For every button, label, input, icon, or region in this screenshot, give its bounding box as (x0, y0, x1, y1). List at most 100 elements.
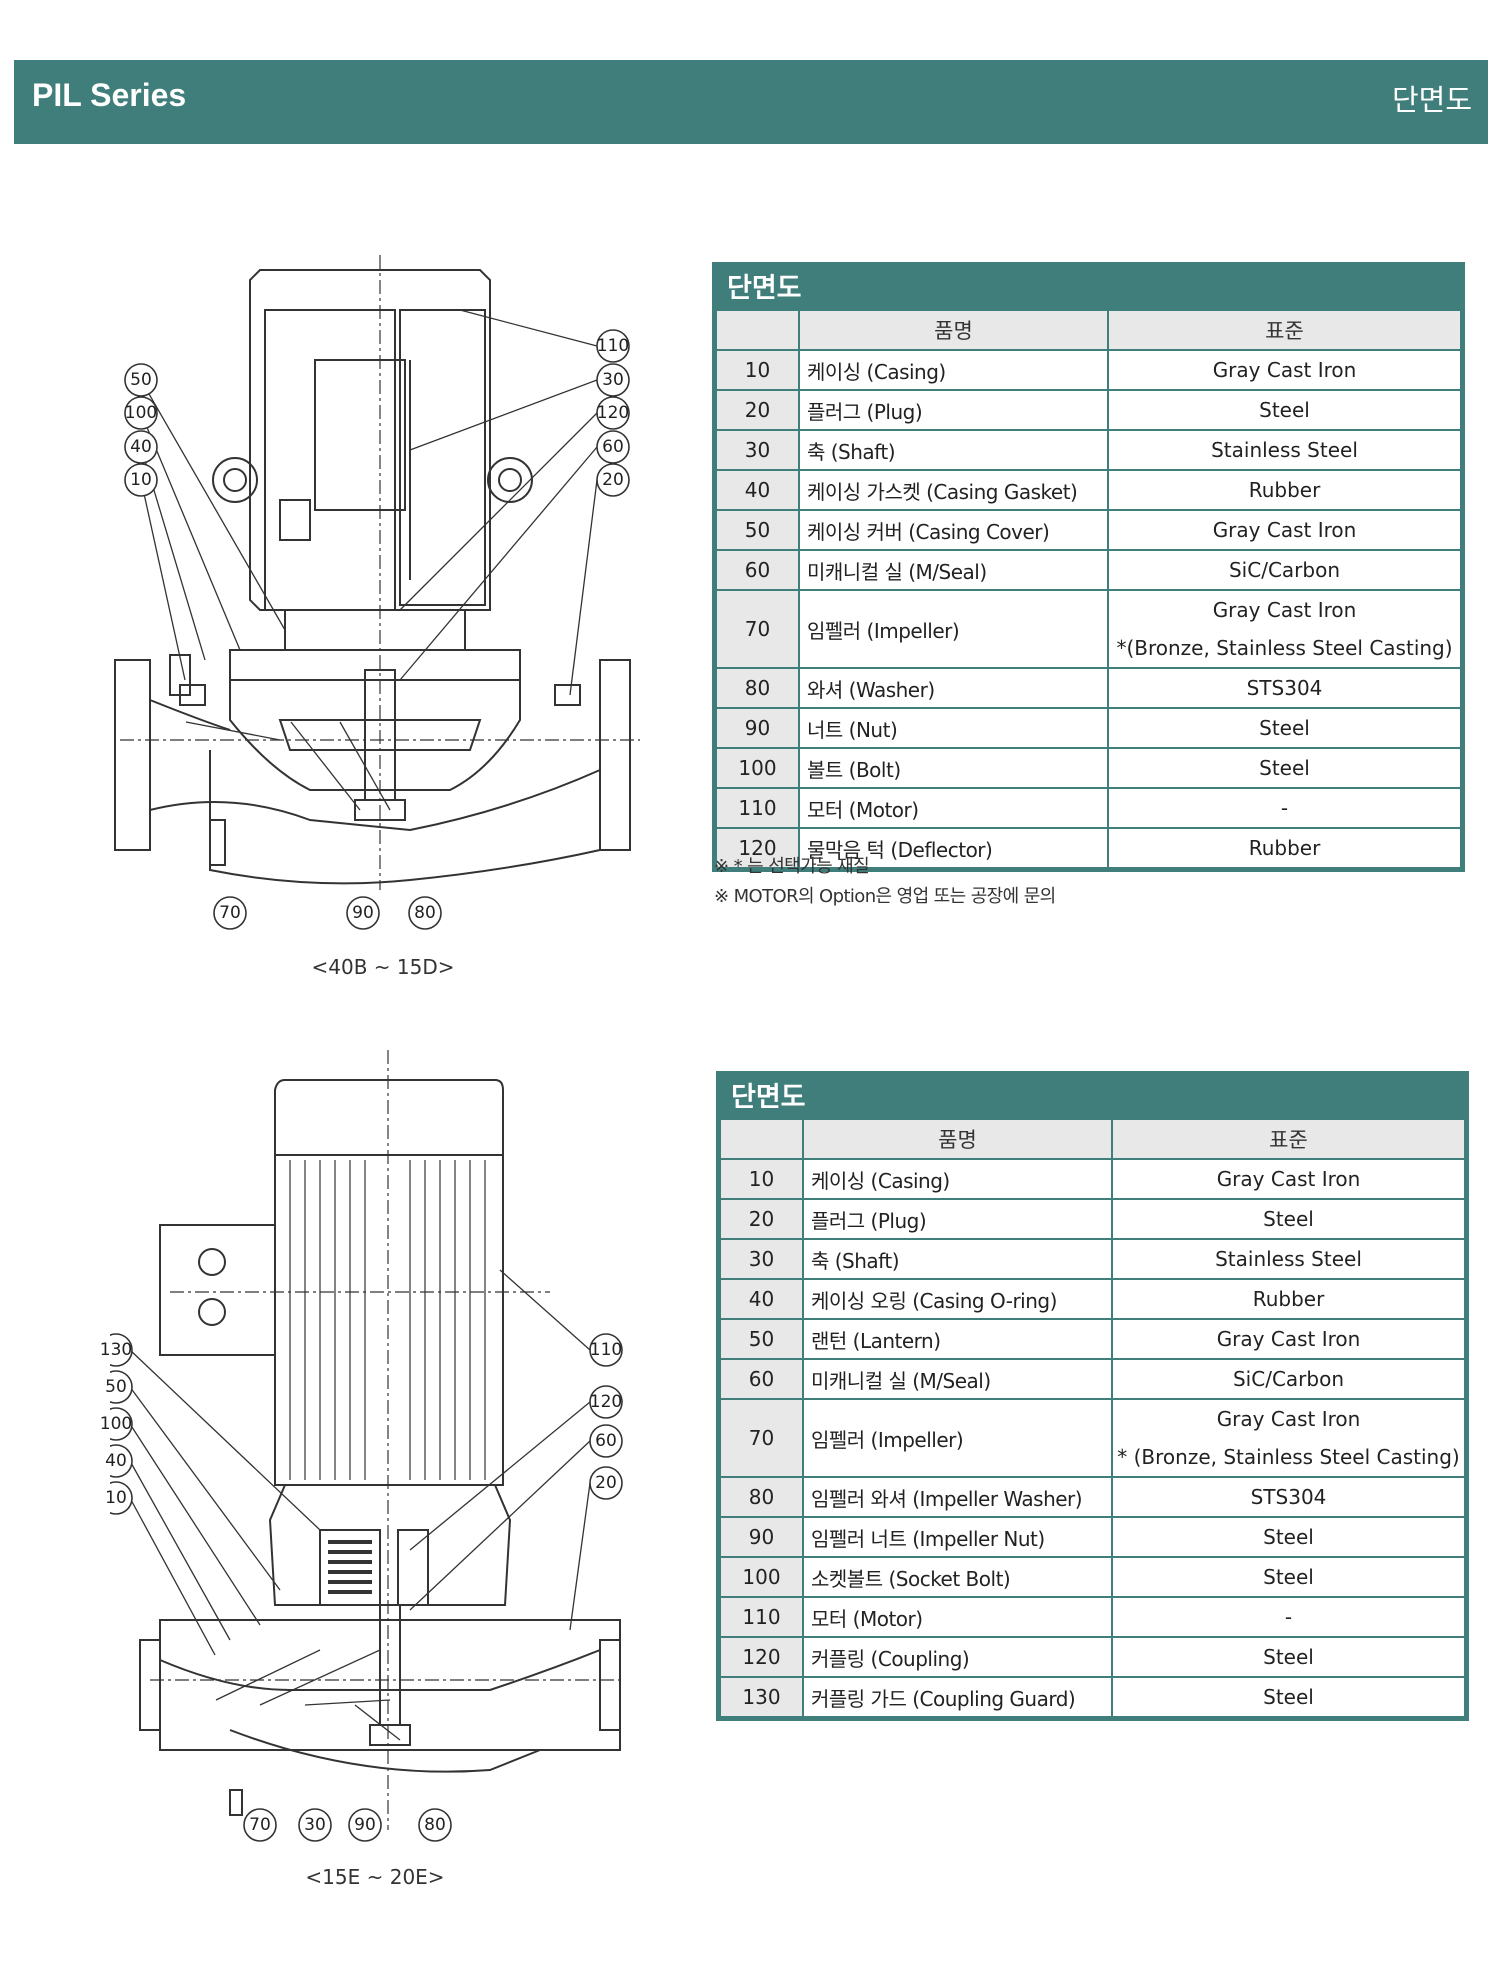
callout-label: 40 (130, 437, 152, 457)
table-header: 표준 (1107, 311, 1460, 351)
part-name: 케이싱 가스켓 (Casing Gasket) (798, 469, 1109, 511)
callout-label: 130 (99, 1340, 133, 1360)
part-standard: Gray Cast Iron (1111, 1318, 1464, 1360)
callout-label: 50 (130, 370, 152, 390)
part-number: 110 (717, 787, 800, 829)
part-standard: Steel (1107, 707, 1460, 749)
page-header: PIL Series 단면도 (14, 60, 1488, 144)
part-name: 케이싱 오링 (Casing O-ring) (802, 1278, 1113, 1320)
part-standard: Steel (1111, 1636, 1464, 1678)
part-name: 모터 (Motor) (802, 1596, 1113, 1638)
part-standard: Gray Cast Iron *(Bronze, Stainless Steel … (1107, 589, 1460, 669)
part-standard: - (1111, 1596, 1464, 1638)
part-number: 40 (717, 469, 800, 511)
callout-label: 10 (105, 1488, 127, 1508)
part-standard: Steel (1107, 389, 1460, 431)
part-standard: Steel (1111, 1516, 1464, 1558)
part-standard: Gray Cast Iron (1107, 349, 1460, 391)
part-name: 미캐니컬 실 (M/Seal) (798, 549, 1109, 591)
part-number: 20 (721, 1198, 804, 1240)
part-name: 볼트 (Bolt) (798, 747, 1109, 789)
part-standard: STS304 (1111, 1476, 1464, 1518)
part-name: 임펠러 (Impeller) (798, 589, 1109, 669)
part-name: 케이싱 커버 (Casing Cover) (798, 509, 1109, 551)
callout-label: 70 (219, 903, 241, 923)
part-standard-option: *(Bronze, Stainless Steel Casting) (1116, 636, 1453, 660)
drawing-2-caption: <15E ~ 20E> (305, 1865, 445, 1889)
part-standard: Stainless Steel (1107, 429, 1460, 471)
part-standard: Rubber (1107, 469, 1460, 511)
table-header: 표준 (1111, 1120, 1464, 1160)
table-header: 품명 (798, 311, 1109, 351)
part-standard: Steel (1111, 1676, 1464, 1716)
callout-label: 20 (595, 1473, 617, 1493)
table-header (717, 311, 800, 351)
part-name: 케이싱 (Casing) (798, 349, 1109, 391)
part-name: 커플링 (Coupling) (802, 1636, 1113, 1678)
part-number: 90 (717, 707, 800, 749)
part-number: 100 (717, 747, 800, 789)
callout-label: 80 (414, 903, 436, 923)
part-name: 랜턴 (Lantern) (802, 1318, 1113, 1360)
part-number: 60 (717, 549, 800, 591)
callout-label: 10 (130, 470, 152, 490)
table-1-notes: ※ * 는 선택가능 재질 ※ MOTOR의 Option은 영업 또는 공장에… (714, 852, 1056, 912)
callout-label: 120 (596, 403, 630, 423)
callout-label: 60 (595, 1431, 617, 1451)
part-name: 미캐니컬 실 (M/Seal) (802, 1358, 1113, 1400)
part-standard: Gray Cast Iron (1107, 509, 1460, 551)
part-name: 모터 (Motor) (798, 787, 1109, 829)
part-number: 80 (717, 667, 800, 709)
callout-label: 110 (596, 336, 630, 356)
callout-label: 70 (249, 1815, 271, 1835)
part-number: 50 (721, 1318, 804, 1360)
callout-label: 80 (424, 1815, 446, 1835)
note-line: ※ MOTOR의 Option은 영업 또는 공장에 문의 (714, 886, 1056, 907)
part-number: 10 (717, 349, 800, 391)
part-standard: Gray Cast Iron* (Bronze, Stainless Steel… (1111, 1398, 1464, 1478)
part-number: 110 (721, 1596, 804, 1638)
part-standard: STS304 (1107, 667, 1460, 709)
part-name: 임펠러 (Impeller) (802, 1398, 1113, 1478)
callout-label: 50 (105, 1377, 127, 1397)
part-number: 60 (721, 1358, 804, 1400)
table-header (721, 1120, 804, 1160)
series-title: PIL Series (32, 77, 187, 113)
part-standard-option: * (Bronze, Stainless Steel Casting) (1117, 1445, 1460, 1469)
callout-label: 100 (124, 403, 158, 423)
part-name: 물막음 턱 (Deflector) (798, 827, 1109, 867)
callout-label: 90 (354, 1815, 376, 1835)
part-number: 120 (717, 827, 800, 867)
part-name: 축 (Shaft) (802, 1238, 1113, 1280)
part-standard: SiC/Carbon (1107, 549, 1460, 591)
callout-label: 60 (602, 437, 624, 457)
drawing-1-caption: <40B ~ 15D> (311, 955, 455, 979)
callout-label: 110 (589, 1340, 623, 1360)
part-standard-line: Gray Cast Iron (1212, 598, 1357, 622)
part-standard: SiC/Carbon (1111, 1358, 1464, 1400)
section-tag: 단면도 (1391, 83, 1472, 117)
part-standard: Steel (1111, 1198, 1464, 1240)
callout-label: 120 (589, 1392, 623, 1412)
cross-section-drawing-2: 130 50 100 40 10 110 120 60 20 70 30 90 … (100, 1050, 650, 1850)
part-number: 10 (721, 1158, 804, 1200)
